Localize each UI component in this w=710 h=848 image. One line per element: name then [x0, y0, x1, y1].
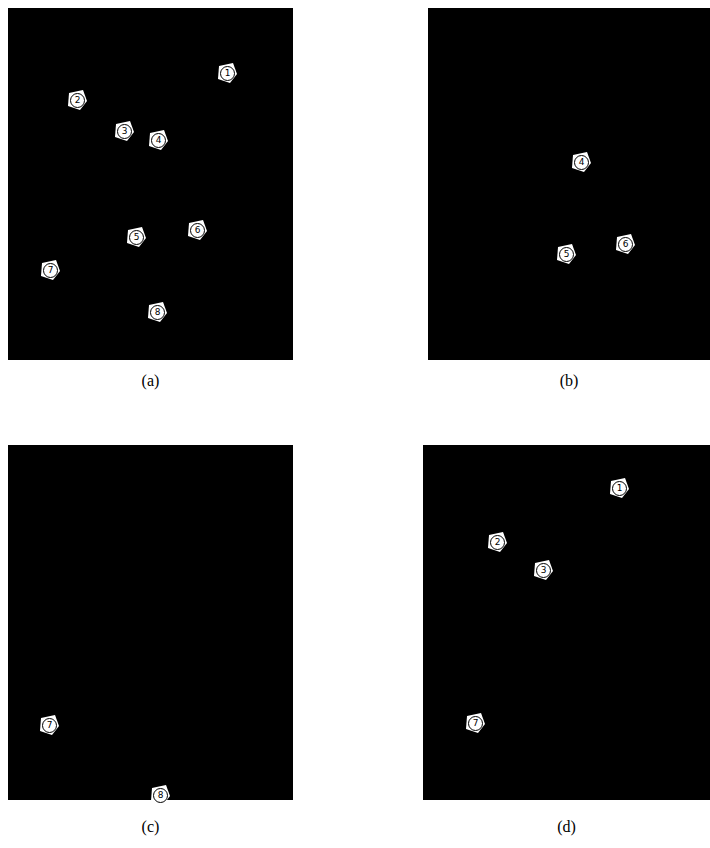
callout-number: 1 — [220, 66, 235, 81]
marker-blob — [68, 90, 87, 110]
callout-number: 3 — [117, 124, 132, 139]
callout-number: 8 — [150, 305, 165, 320]
marker-blob — [149, 130, 168, 150]
marker-blob — [218, 63, 237, 83]
marker-blob — [148, 302, 167, 322]
marker-blob — [115, 121, 134, 141]
feature-marker: 7 — [38, 714, 60, 736]
callout-number: 7 — [468, 716, 483, 731]
marker-blob — [572, 152, 591, 172]
feature-marker: 7 — [464, 712, 486, 734]
callout-number: 1 — [612, 481, 627, 496]
feature-marker: 8 — [146, 301, 168, 323]
feature-marker: 6 — [186, 219, 208, 241]
feature-marker: 2 — [66, 89, 88, 111]
marker-blob — [488, 532, 507, 552]
feature-marker: 1 — [216, 62, 238, 84]
image-panel: (c)78 — [8, 445, 293, 800]
callout-number: 7 — [42, 718, 57, 733]
feature-marker: 8 — [149, 784, 171, 806]
marker-blob — [557, 244, 576, 264]
panel-caption: (c) — [8, 818, 293, 836]
callout-number: 6 — [618, 237, 633, 252]
callout-number: 7 — [43, 263, 58, 278]
callout-number: 4 — [151, 133, 166, 148]
panel-caption: (a) — [8, 372, 293, 390]
marker-blob — [127, 227, 146, 247]
callout-number: 2 — [490, 535, 505, 550]
callout-number: 8 — [153, 788, 168, 803]
feature-marker: 5 — [125, 226, 147, 248]
image-panel: (a)12345678 — [8, 8, 293, 360]
callout-number: 3 — [536, 563, 551, 578]
callout-number: 5 — [559, 247, 574, 262]
marker-blob — [466, 713, 485, 733]
feature-marker: 6 — [614, 233, 636, 255]
marker-blob — [151, 785, 170, 805]
feature-marker: 2 — [486, 531, 508, 553]
marker-blob — [610, 478, 629, 498]
callout-number: 4 — [574, 155, 589, 170]
feature-marker: 7 — [39, 259, 61, 281]
callout-number: 5 — [129, 230, 144, 245]
feature-marker: 3 — [532, 559, 554, 581]
panel-caption: (b) — [428, 372, 710, 390]
marker-blob — [41, 260, 60, 280]
feature-marker: 5 — [555, 243, 577, 265]
marker-blob — [534, 560, 553, 580]
panel-caption: (d) — [423, 818, 710, 836]
feature-marker: 4 — [570, 151, 592, 173]
marker-blob — [616, 234, 635, 254]
image-panel: (d)1237 — [423, 445, 710, 800]
feature-marker: 4 — [147, 129, 169, 151]
image-panel: (b)456 — [428, 8, 710, 360]
feature-marker: 3 — [113, 120, 135, 142]
feature-marker: 1 — [608, 477, 630, 499]
marker-blob — [40, 715, 59, 735]
callout-number: 6 — [190, 223, 205, 238]
marker-blob — [188, 220, 207, 240]
callout-number: 2 — [70, 93, 85, 108]
